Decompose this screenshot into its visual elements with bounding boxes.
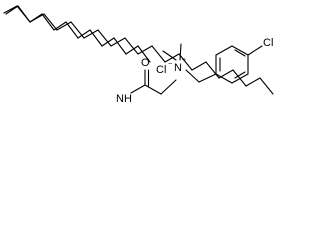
ring-bond	[215, 45, 233, 56]
chain-bond	[191, 61, 207, 71]
carbonyl-to-ch2-bond	[144, 84, 162, 95]
ring-bond	[215, 73, 233, 84]
chain-bond	[110, 37, 126, 47]
chain-bond	[89, 29, 103, 47]
chain-bond	[3, 5, 18, 14]
ammonium-nitrogen-label: N	[174, 62, 182, 74]
chain-bond	[178, 53, 193, 71]
chloride-charge: −	[168, 61, 172, 68]
chain-bond	[113, 37, 127, 55]
chain-bond	[137, 45, 153, 55]
dodecyl-chain	[3, 5, 274, 95]
ring-bond	[231, 45, 249, 56]
alkyl-chain	[5, 5, 151, 63]
ring-chlorine-label: Cl	[263, 37, 273, 49]
chain-bond	[53, 21, 67, 31]
ammonium-to-ch2-bond	[185, 69, 200, 83]
chain-bond	[232, 69, 247, 87]
chain-bond	[151, 45, 166, 63]
amide-nitrogen-label: NH	[116, 93, 132, 105]
ring-inner-double-bond	[234, 49, 246, 57]
methyl-groups	[162, 43, 182, 61]
benzyl-linker	[185, 69, 217, 83]
carbonyl-oxygen-label: O	[141, 57, 150, 69]
chain-bond	[56, 21, 72, 31]
chain-bond	[125, 45, 139, 55]
chain-bond	[259, 77, 274, 95]
methyl-bond-up	[179, 43, 182, 61]
amide-linker	[130, 69, 177, 95]
ch2-to-ring-bond	[198, 73, 217, 83]
chain-bond	[101, 37, 115, 47]
chain-bond	[17, 5, 31, 23]
chain-bond	[29, 13, 43, 23]
chain-bond	[43, 13, 58, 31]
chain-bond	[83, 29, 99, 39]
chain-bond	[65, 21, 79, 39]
chain-bond	[245, 77, 261, 87]
ring-bond	[231, 73, 249, 84]
chain-bond	[205, 61, 220, 79]
nh-to-carbonyl-bond	[130, 84, 146, 94]
ring-to-chlorine-bond	[247, 45, 263, 56]
chlorophenyl-ring	[215, 45, 263, 84]
chain-bond	[137, 45, 151, 63]
chain-bond	[41, 13, 55, 31]
chain-bond	[77, 29, 91, 39]
chloride-ion-label: Cl	[156, 64, 166, 76]
chain-bond	[164, 53, 180, 63]
chain-bond	[97, 29, 112, 47]
ring-inner-double-bond	[234, 71, 246, 79]
chain-bond	[5, 5, 19, 15]
chemical-structure: NH O Cl − N + Cl	[3, 5, 274, 105]
ch2-to-ammonium-bond	[160, 79, 177, 95]
chain-bond	[124, 37, 139, 55]
ammonium-charge: +	[182, 57, 186, 64]
methyl-bond-left	[162, 50, 177, 61]
